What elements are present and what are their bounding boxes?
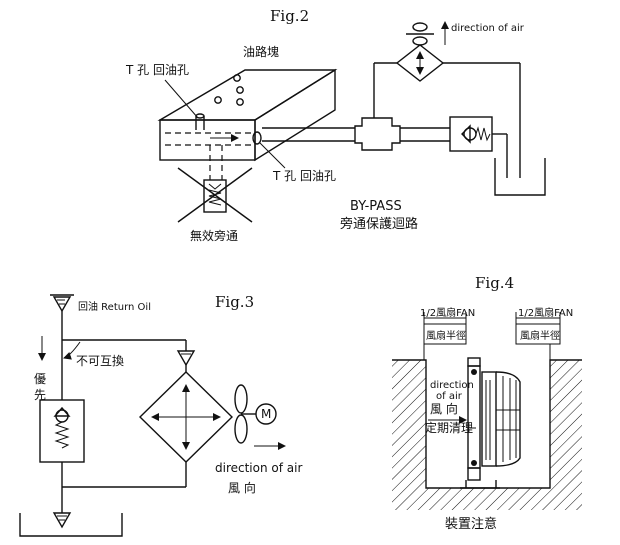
label-fan-radius-left: 風扇半徑 — [426, 329, 466, 342]
curved-arrow — [63, 341, 81, 360]
outlet-pipe — [262, 62, 450, 151]
label-fan-radius-right: 風扇半徑 — [520, 329, 560, 342]
label-not-interchangeable: 不可互換 — [76, 354, 124, 368]
tank-fig2 — [494, 158, 546, 196]
fig2: Fig.2 油路塊 T 孔 回油孔 T 孔 回油孔 — [125, 7, 546, 243]
return-oil-symbol — [50, 294, 74, 313]
label-direction-of: direction — [430, 380, 474, 391]
label-priority-2: 先 — [34, 388, 46, 402]
motor-label: M — [261, 407, 271, 421]
label-t-hole-top: T 孔 回油孔 — [125, 63, 189, 77]
check-valve-fig3 — [39, 399, 85, 463]
fan-motor-fig3 — [234, 384, 277, 444]
cooler-fig3 — [138, 371, 234, 463]
label-install-notice: 裝置注意 — [445, 516, 497, 532]
invalid-bypass — [177, 167, 253, 223]
cooler-fig2 — [395, 21, 521, 160]
fig4-title: Fig.4 — [475, 274, 514, 292]
label-oil-block: 油路塊 — [243, 44, 279, 59]
fig3-title: Fig.3 — [215, 293, 254, 311]
label-wind-dir-fig4: 風 向 — [430, 401, 458, 416]
label-direction-air-fig2: direction of air — [451, 23, 525, 34]
label-regular-clean: 定期清理 — [425, 420, 473, 435]
label-priority-1: 優 — [34, 372, 46, 386]
label-half-fan-right: 1/2風扇FAN — [518, 306, 573, 319]
return-symbol-fig3 — [176, 350, 196, 367]
label-t-hole-right: T 孔 回油孔 — [272, 169, 336, 183]
oil-block — [157, 68, 338, 180]
check-valve-fig2 — [449, 116, 508, 178]
label-return-oil: 回油 Return Oil — [78, 300, 151, 313]
label-direction-air-fig3: direction of air — [215, 461, 302, 475]
label-half-fan-left: 1/2風扇FAN — [420, 306, 475, 319]
leader-t-hole-right — [258, 141, 286, 169]
cooler-unit-fig4 — [460, 357, 521, 489]
label-invalid-bypass: 無效旁通 — [190, 228, 238, 243]
label-wind-dir-fig3: 風 向 — [228, 480, 256, 495]
fan-radius-right — [515, 312, 561, 360]
tank-fig3 — [19, 512, 123, 537]
fig3: Fig.3 回油 Return Oil 優 先 不可互換 — [19, 293, 302, 537]
fig2-title: Fig.2 — [270, 7, 309, 25]
label-bypass-en: BY-PASS — [350, 199, 402, 214]
fan-radius-left — [423, 312, 467, 360]
label-bypass-cn: 旁通保護迴路 — [340, 216, 418, 232]
leader-t-hole-top — [164, 79, 199, 119]
installation-walls — [392, 359, 582, 510]
fig4: Fig.4 1/2風扇FAN 風扇半徑 1/2風扇FAN 風扇半徑 — [392, 274, 582, 532]
label-of-air: of air — [436, 391, 463, 402]
